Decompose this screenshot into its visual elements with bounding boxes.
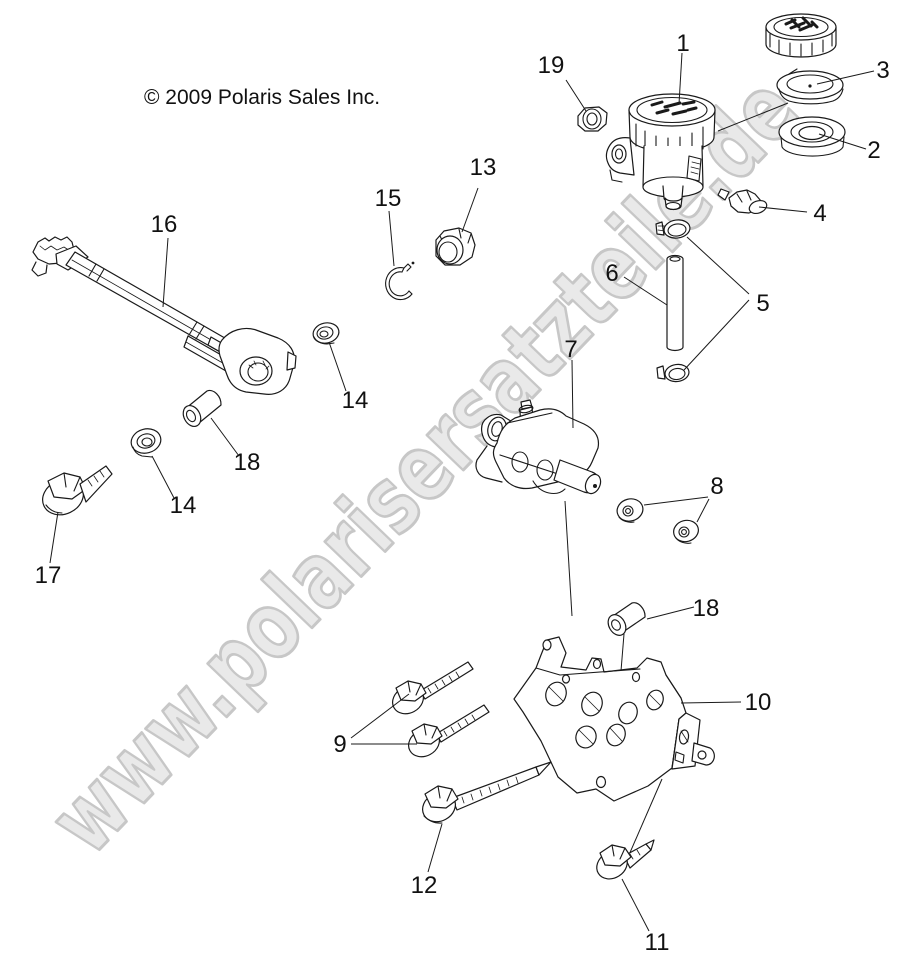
callout-13: 13 (470, 154, 497, 181)
part-reservoir-cap-icon (765, 13, 837, 58)
part-pivot-bushing-icon (130, 428, 162, 458)
callout-16: 16 (151, 211, 178, 238)
callout-19: 19 (538, 52, 565, 79)
copyright-notice: © 2009 Polaris Sales Inc. (144, 86, 380, 109)
part-reservoir-nut-icon (577, 106, 608, 132)
leader-4 (758, 206, 808, 213)
callout-labels: 1 2 3 4 5 6 7 8 9 10 11 12 13 14 14 15 1… (35, 30, 890, 956)
align-reservoir-cap (717, 102, 789, 132)
callout-10: 10 (745, 689, 772, 716)
leader-2 (818, 133, 867, 150)
leader-10 (680, 701, 742, 704)
leader-14a (328, 341, 347, 392)
part-banjo-screw-right-icon (673, 519, 699, 544)
leader-5b (683, 299, 750, 371)
callout-17: 17 (35, 562, 62, 589)
leader-14b (151, 455, 175, 499)
callout-11: 11 (645, 929, 670, 956)
callout-9: 9 (333, 731, 346, 758)
part-spacer-lower-icon (607, 602, 646, 636)
part-pivot-cap-icon (312, 322, 340, 345)
callout-1: 1 (676, 30, 689, 57)
part-mounting-bracket-icon (513, 636, 715, 802)
callout-5: 5 (756, 290, 769, 317)
callout-15: 15 (375, 185, 402, 212)
part-master-cylinder-icon (475, 399, 602, 495)
callout-2: 2 (867, 137, 880, 164)
part-jam-nut-icon (435, 227, 476, 266)
callout-12: 12 (411, 872, 438, 899)
part-reservoir-hose-icon (666, 254, 684, 352)
leader-12 (427, 823, 443, 873)
leader-3 (816, 70, 875, 85)
part-snap-ring-icon (385, 261, 415, 301)
leader-7 (571, 359, 574, 429)
part-spacer-upper-icon (182, 389, 222, 428)
leader-19 (565, 79, 587, 112)
callout-14-right: 14 (342, 387, 369, 414)
callout-8: 8 (710, 473, 723, 500)
part-long-bolt-icon (422, 761, 552, 824)
align-cylinder-bracket (564, 500, 573, 617)
leader-8a (643, 496, 709, 506)
leader-6 (623, 276, 668, 306)
part-elbow-fitting-icon (717, 188, 768, 215)
leader-18b (646, 606, 695, 620)
leader-lines (49, 52, 875, 932)
leader-18a (210, 417, 240, 457)
callout-4: 4 (813, 200, 826, 227)
part-bracket-bolt-lower-icon (408, 704, 490, 758)
part-mount-bolt-icon (596, 839, 655, 880)
leader-8b (696, 498, 710, 523)
part-reservoir-seal-icon (778, 116, 846, 157)
leader-11 (621, 878, 650, 932)
callout-14-left: 14 (170, 492, 197, 519)
part-brake-lever-icon (31, 236, 297, 395)
leader-9a (350, 693, 410, 739)
part-cap-diaphragm-icon (776, 68, 844, 105)
leader-16 (162, 237, 169, 308)
leader-17 (49, 511, 59, 564)
part-banjo-screw-left-icon (616, 498, 644, 523)
leader-13 (461, 187, 479, 233)
part-bracket-bolt-upper-icon (392, 661, 474, 715)
leader-15 (388, 210, 395, 267)
leader-5a (686, 236, 750, 295)
callout-18-lower: 18 (693, 595, 720, 622)
callout-7: 7 (564, 336, 577, 363)
callout-3: 3 (876, 57, 889, 84)
part-brake-fluid-reservoir-icon (605, 93, 716, 211)
part-pivot-bolt-icon (42, 465, 113, 516)
align-spacer-bracket (620, 633, 625, 672)
part-hose-clamp-upper-icon (655, 219, 691, 239)
callout-6: 6 (605, 260, 618, 287)
callout-18-upper: 18 (234, 449, 261, 476)
part-hose-clamp-lower-icon (656, 363, 690, 383)
leader-1 (678, 52, 683, 105)
